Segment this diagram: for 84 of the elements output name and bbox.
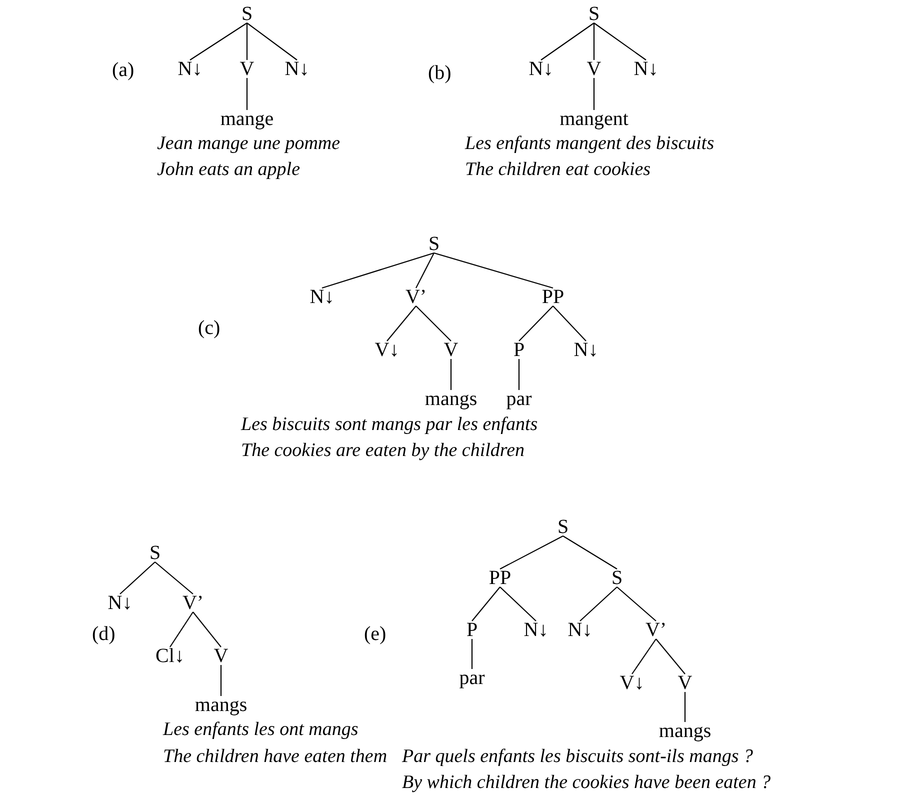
tree-branch [246,22,298,60]
tree-node-label: N↓ [524,619,548,641]
tree-branch [246,78,248,110]
tree-branch [472,586,500,622]
tree-branch [416,306,452,342]
tree-node-label: S [428,233,440,255]
example-sentence: John eats an apple [157,158,300,182]
panel-letter: (c) [198,316,220,340]
example-sentence: The children eat cookies [465,158,651,182]
tree-node-label: V↓ [374,339,400,361]
tree-branch [154,562,194,594]
tree-node-label: V [214,645,228,667]
tree-node-label: V↓ [620,672,644,694]
tree-node-label: S [557,516,569,538]
tree-node-label: S [611,567,623,589]
tree-node-label: PP [542,286,564,308]
tree-branch [632,638,656,674]
tree-node-label: V’ [182,592,204,614]
tree-branch [220,665,222,696]
tree-branch [656,638,686,674]
tree-branch [190,22,248,60]
tree-node-label: S [241,3,253,25]
tree-node-label: PP [488,567,512,589]
tree-branch [434,252,554,289]
tree-branch [120,562,156,594]
tree-branch [386,306,416,342]
example-sentence: Jean mange une pomme [157,132,340,156]
panel-letter: (d) [92,622,116,646]
tree-node-label: V’ [645,619,667,641]
tree-node-label: S [149,542,161,564]
tree-node-label: V’ [405,286,427,308]
tree-node-label: par [506,388,532,410]
tree-branch [518,306,554,342]
tree-branch [500,586,536,622]
tree-node-label: V [586,58,602,80]
tree-node-label: V [444,339,458,361]
panel-letter: (a) [112,58,134,82]
example-sentence: Les biscuits sont mangs par les enfants [241,413,538,437]
tree-branch [552,306,586,342]
tree-branch [580,586,618,622]
panel-letter: (e) [364,622,386,646]
tree-node-label: mangs [658,720,712,742]
tree-node-label: par [459,667,485,689]
tree-node-label: Cl↓ [156,645,184,667]
tree-node-label: N↓ [178,58,202,80]
tree-branch [593,23,595,60]
tree-branch [170,612,194,648]
tree-node-label: N↓ [108,592,132,614]
panel-letter: (b) [428,61,452,85]
tree-branch [416,252,434,288]
tree-node-label: N↓ [528,58,554,80]
tree-node-label: V [678,672,692,694]
tree-branch [684,692,686,722]
tree-branch [500,536,564,570]
tree-node-label: N↓ [284,58,310,80]
tree-node-label: N↓ [310,286,334,308]
tree-node-label: P [513,339,525,361]
tree-branch [192,612,222,648]
example-sentence: Par quels enfants les biscuits sont-ils mangs ? [402,745,753,769]
tree-branch [471,639,473,669]
tree-branch [246,23,248,60]
example-sentence: Les enfants les ont mangs [163,718,358,742]
tree-node-label: N↓ [574,339,598,361]
tree-branch [540,22,594,60]
example-sentence: The cookies are eaten by the children [241,439,524,463]
tree-branch [518,359,520,390]
tree-branch [562,536,618,570]
example-sentence: By which children the cookies have been eaten ? [402,771,771,795]
tree-branch [322,252,434,289]
tree-node-label: V [240,58,254,80]
tree-node-label: S [588,3,600,25]
tree-node-label: N↓ [568,619,592,641]
tree-node-label: P [466,619,478,641]
tree-branch [616,586,656,622]
tree-branch [594,22,646,60]
tree-node-label: mange [220,108,274,130]
example-sentence: Les enfants mangent des biscuits [465,132,714,156]
tree-node-label: N↓ [634,58,658,80]
tree-branch [593,78,595,110]
example-sentence: The children have eaten them [163,745,388,769]
tree-node-label: mangs [194,694,248,716]
tree-node-label: mangs [424,388,478,410]
tree-branch [450,359,452,390]
tree-node-label: mangent [560,108,628,130]
